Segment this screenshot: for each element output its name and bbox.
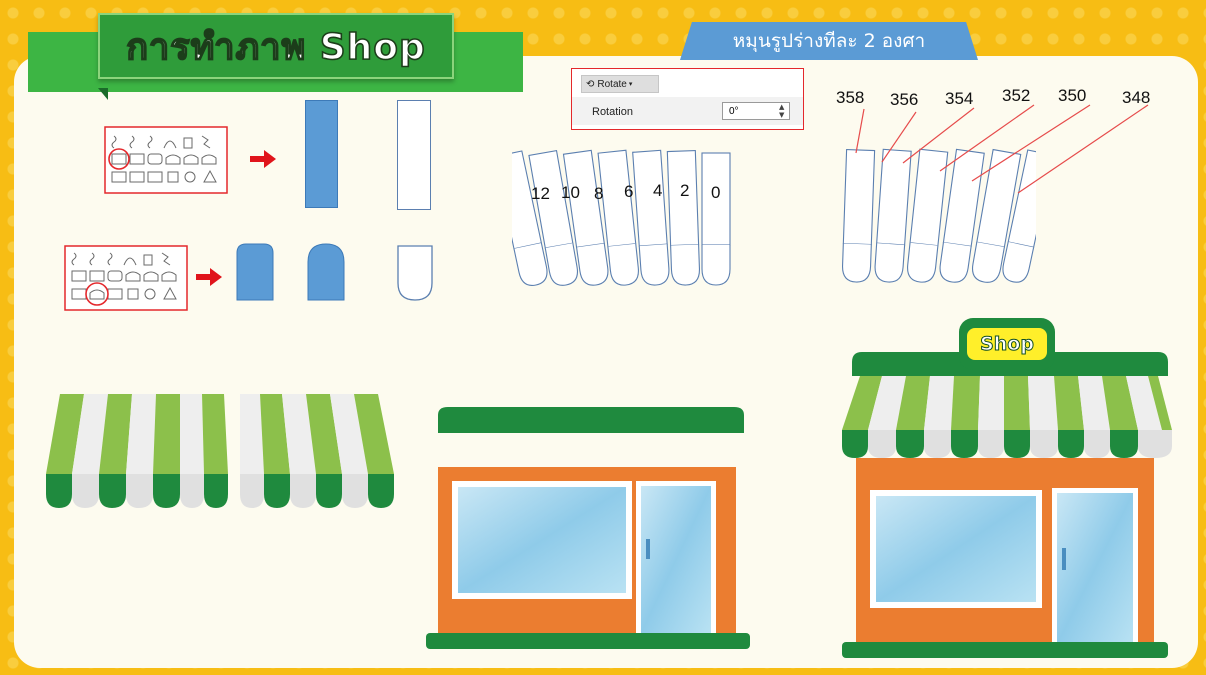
angle-label: 8 — [594, 184, 603, 204]
rotate-icon: ⟲ — [586, 79, 594, 90]
rotate-panel: ⟲ Rotate ▾ Rotation 0° ▲▼ — [571, 68, 804, 130]
shapes-gallery-icon — [64, 245, 188, 311]
rotated-strips-left — [512, 145, 740, 290]
arrow-right-icon — [196, 268, 222, 286]
arrow-right-icon — [250, 150, 276, 168]
ribbon-fold-left — [28, 88, 108, 100]
angle-label: 358 — [836, 88, 864, 108]
rotate-button[interactable]: ⟲ Rotate ▾ — [581, 75, 659, 93]
chevron-down-icon: ▾ — [629, 80, 633, 88]
rotate-button-label: Rotate — [597, 79, 626, 90]
awning-right — [238, 392, 398, 510]
building-front — [424, 405, 754, 655]
rotation-spinner[interactable]: ▲▼ — [779, 103, 784, 119]
angle-label: 2 — [680, 181, 689, 201]
outline-scallop-shape — [397, 245, 433, 301]
awning-left — [44, 392, 232, 510]
shop-sign-label: Shop — [980, 333, 1034, 355]
angle-label: 10 — [561, 183, 580, 203]
angle-label: 12 — [531, 184, 550, 204]
shop-sign: Shop — [959, 318, 1055, 370]
subtitle-tab-label: หมุนรูปร่างทีละ 2 องศา — [733, 26, 925, 56]
shop-sign-plate: Shop — [967, 328, 1047, 360]
pointer-lines — [850, 95, 1150, 195]
title-box: การทำภาพ Shop — [98, 13, 454, 79]
angle-label: 350 — [1058, 86, 1086, 106]
angle-label: 352 — [1002, 86, 1030, 106]
shapes-gallery-icon — [104, 126, 228, 194]
angle-label: 354 — [945, 89, 973, 109]
blue-rectangle — [305, 100, 338, 208]
angle-label: 4 — [653, 181, 662, 201]
page-title: การทำภาพ Shop — [126, 18, 426, 75]
angle-label: 348 — [1122, 88, 1150, 108]
angle-label: 356 — [890, 90, 918, 110]
blue-snip-rectangle — [236, 243, 274, 301]
angle-label: 6 — [624, 182, 633, 202]
subtitle-tab: หมุนรูปร่างทีละ 2 องศา — [680, 22, 978, 60]
angle-label: 0 — [711, 183, 720, 203]
blue-arch-shape — [307, 243, 345, 301]
rotation-label: Rotation — [592, 106, 633, 118]
outline-rectangle — [397, 100, 431, 210]
